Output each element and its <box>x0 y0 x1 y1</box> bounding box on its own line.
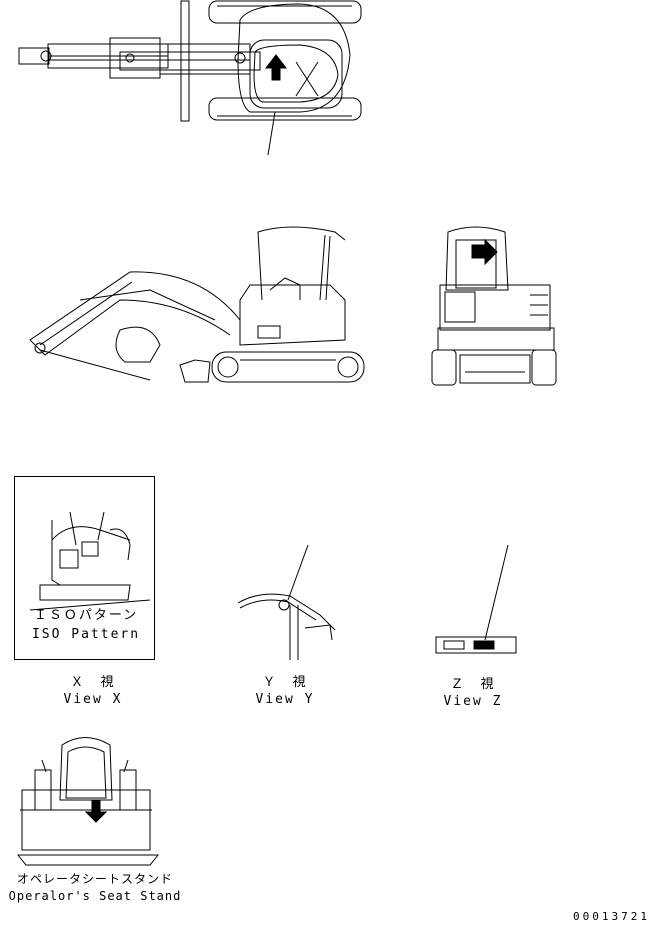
view-y-label-jp: Ｙ 視 <box>262 675 308 690</box>
iso-pattern-label-jp: ＩＳＯパターン <box>33 608 139 623</box>
iso-pattern-frame <box>14 476 155 660</box>
side-view-excavator <box>30 227 364 382</box>
view-y-detail <box>238 545 335 660</box>
view-z-label-jp: Ｚ 視 <box>450 677 496 692</box>
iso-pattern-label-en: ISO Pattern <box>31 627 141 642</box>
top-view-excavator <box>19 1 361 155</box>
rear-view-excavator <box>432 227 556 385</box>
view-z-detail <box>436 545 516 653</box>
view-z-label-en: View Z <box>443 694 503 709</box>
document-number: 00013721 <box>573 910 650 923</box>
iso-pattern-detail <box>30 512 150 610</box>
view-y-label-en: View Y <box>255 692 315 707</box>
view-x-label-en: View X <box>63 692 123 707</box>
view-x-label-jp: Ｘ 視 <box>70 675 116 690</box>
seat-stand-detail <box>18 738 158 866</box>
seat-stand-label-jp: オペレータシートスタンド <box>16 872 173 886</box>
seat-stand-label-en: Operalor's Seat Stand <box>8 889 182 903</box>
